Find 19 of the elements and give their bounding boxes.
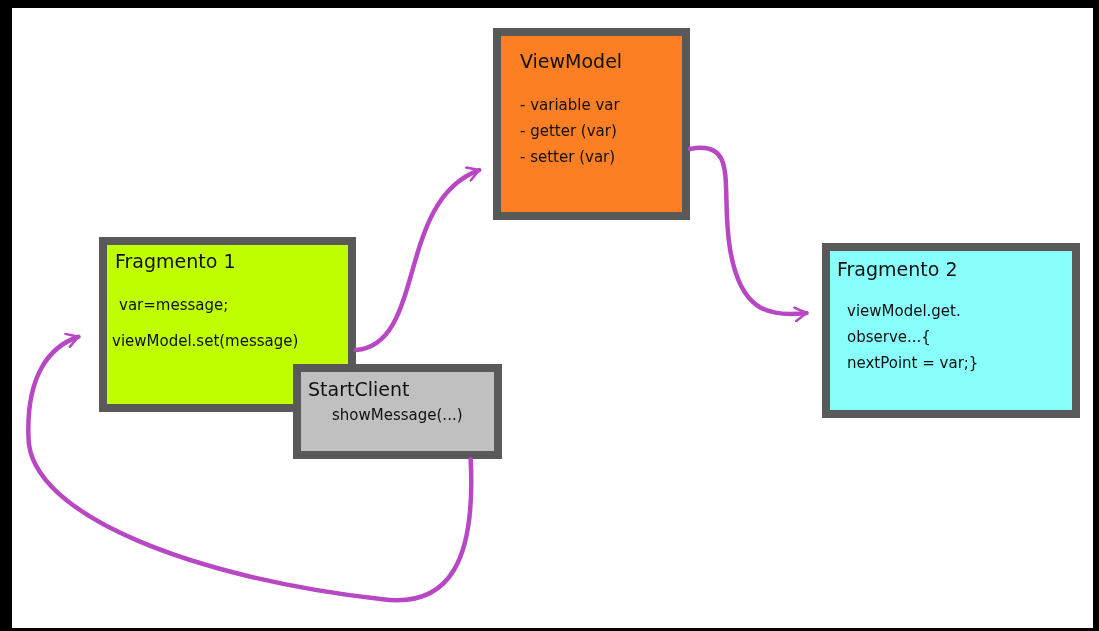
- box-text: var=message;: [119, 296, 229, 314]
- box-text: observe...{: [847, 328, 931, 346]
- box-title: Fragmento 1: [115, 250, 236, 272]
- box-text: viewModel.set(message): [112, 332, 299, 350]
- box-text: - getter (var): [520, 122, 617, 140]
- process-box: [293, 364, 502, 459]
- process-box: [493, 28, 690, 220]
- arrow: [353, 167, 482, 353]
- arrow: [26, 333, 474, 603]
- box-text: - setter (var): [520, 148, 616, 166]
- box-text: nextPoint = var;}: [847, 354, 979, 372]
- box-text: - variable var: [520, 96, 620, 114]
- box-text: showMessage(...): [332, 406, 463, 424]
- box-title: StartClient: [308, 378, 410, 400]
- box-text: viewModel.get.: [847, 302, 961, 320]
- process-box: [822, 243, 1080, 418]
- box-title: ViewModel: [520, 50, 623, 72]
- box-title: Fragmento 2: [837, 258, 958, 280]
- arrow: [687, 145, 809, 323]
